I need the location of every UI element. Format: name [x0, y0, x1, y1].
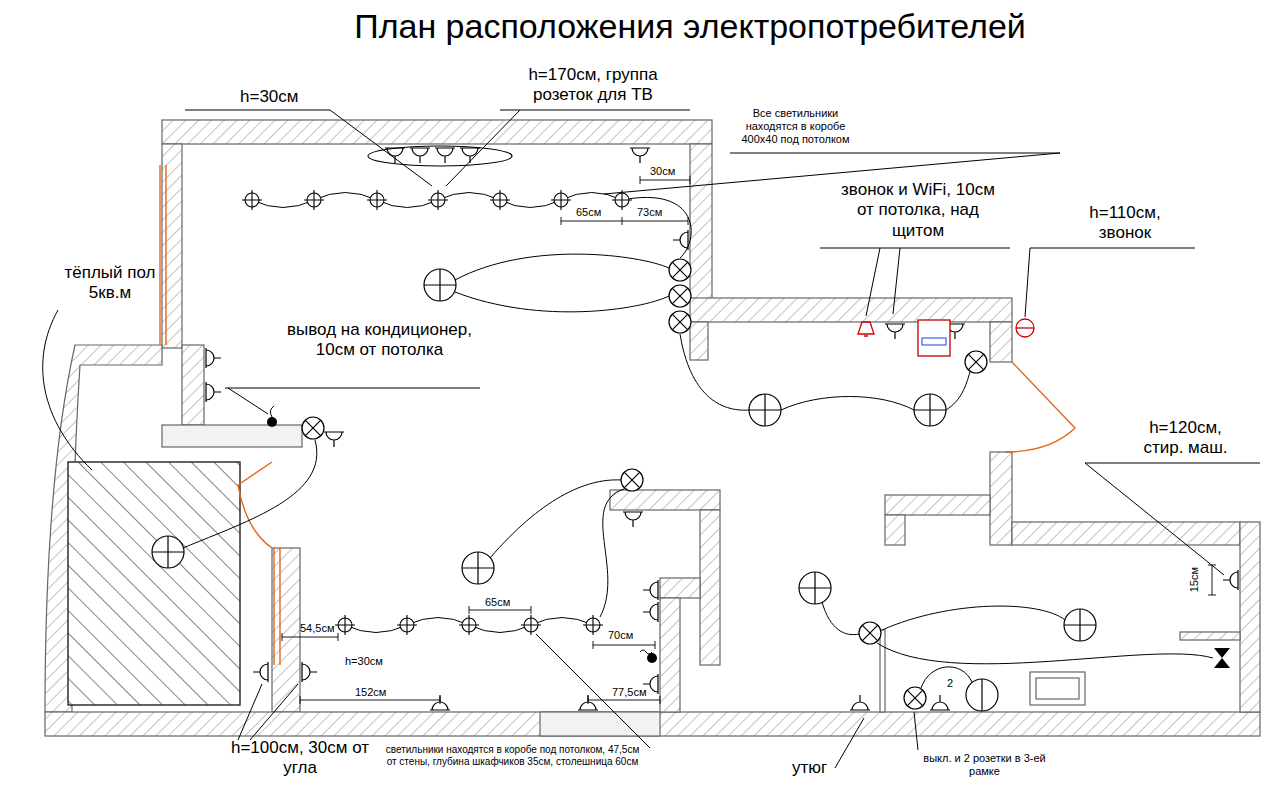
page-title: План расположения электропотребителей — [290, 6, 1090, 47]
note: тёплый пол 5кв.м — [55, 263, 165, 304]
note: h=170см, группа розеток для ТВ — [508, 65, 678, 106]
note: h=120см, стир. маш. — [1128, 418, 1243, 459]
lamps — [152, 190, 1096, 711]
note: h=110см, звонок — [1075, 203, 1175, 244]
note: звонок и WiFi, 10см от потолка, над щито… — [838, 180, 998, 241]
note: светильники находятся в коробе под потол… — [385, 744, 640, 768]
height-note: h=30см — [240, 87, 298, 107]
sockets — [206, 148, 1238, 710]
doors-windows — [160, 165, 1075, 665]
callout-number: 2 — [947, 677, 953, 690]
dimension: 77,5см — [612, 686, 646, 699]
dimension: 15см — [1188, 565, 1201, 595]
dimension: 65см — [485, 596, 510, 609]
note: вывод на кондиционер, 10см от потолка — [272, 320, 487, 361]
walls — [45, 120, 1260, 736]
dimension: 65см — [576, 206, 601, 219]
dimension: 70см — [608, 629, 633, 642]
dimension-lines — [282, 176, 1216, 704]
heated-floor — [68, 462, 240, 705]
dimension: 30см — [650, 165, 675, 178]
note: Все светильники находятся в коробе 400x4… — [733, 107, 858, 147]
tv-socket-group — [368, 146, 512, 166]
wiring — [183, 193, 1213, 689]
dimension: 152см — [355, 686, 386, 699]
dimension: 54,5см — [300, 622, 334, 635]
leader-lines — [43, 110, 1260, 768]
special-symbols — [267, 319, 1230, 668]
dimension: 73см — [637, 206, 662, 219]
note: выкл. и 2 розетки в 3-ей рамке — [922, 752, 1047, 778]
height-note: h=30см — [345, 655, 383, 668]
appliance-label: утюг — [792, 758, 827, 778]
note: h=100см, 30см от угла — [225, 738, 375, 779]
